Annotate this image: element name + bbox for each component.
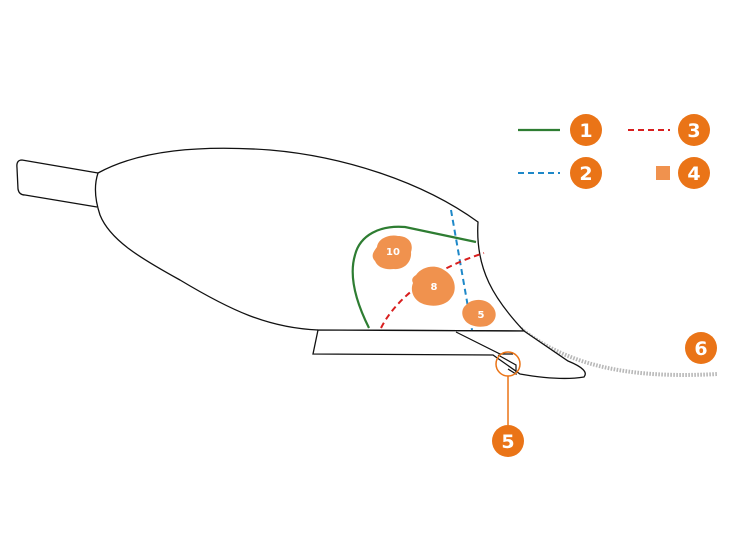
legend-3-label: 3 (687, 120, 700, 142)
legend-3-badge (678, 114, 710, 146)
spot-10-shape (372, 235, 412, 270)
green-boundary-line (351, 225, 477, 329)
legend-2-badge (570, 157, 602, 189)
legend-2-label: 2 (579, 163, 592, 185)
spot-8-label: 8 (431, 282, 438, 293)
spot-10: 10 (372, 235, 412, 270)
callout-6-badge-label: 6 (694, 338, 707, 360)
handle-cylinder (16, 159, 99, 208)
base-plate (312, 329, 586, 380)
spot-5-label: 5 (478, 310, 485, 321)
spot-10-label: 10 (386, 247, 400, 258)
base-plate-edge (455, 331, 513, 355)
spot-5-shape (462, 299, 496, 327)
legend-4-swatch (656, 166, 670, 180)
callout-5-badge: 5 (492, 425, 524, 457)
callout-5-badge-circle (492, 425, 524, 457)
callout-6-badge-circle (685, 332, 717, 364)
legend-4-label: 4 (687, 163, 700, 185)
spot-8: 8 (411, 266, 455, 306)
callout-6-badge: 6 (685, 332, 717, 364)
callout-5-badge-label: 5 (501, 431, 514, 453)
legend-1-badge (570, 114, 602, 146)
spot-5: 5 (462, 299, 496, 327)
legend-1-label: 1 (579, 120, 592, 142)
tip (497, 354, 517, 376)
spot-8-shape (411, 266, 455, 306)
legend: 1 3 2 4 (518, 114, 710, 189)
legend-4-badge (678, 157, 710, 189)
